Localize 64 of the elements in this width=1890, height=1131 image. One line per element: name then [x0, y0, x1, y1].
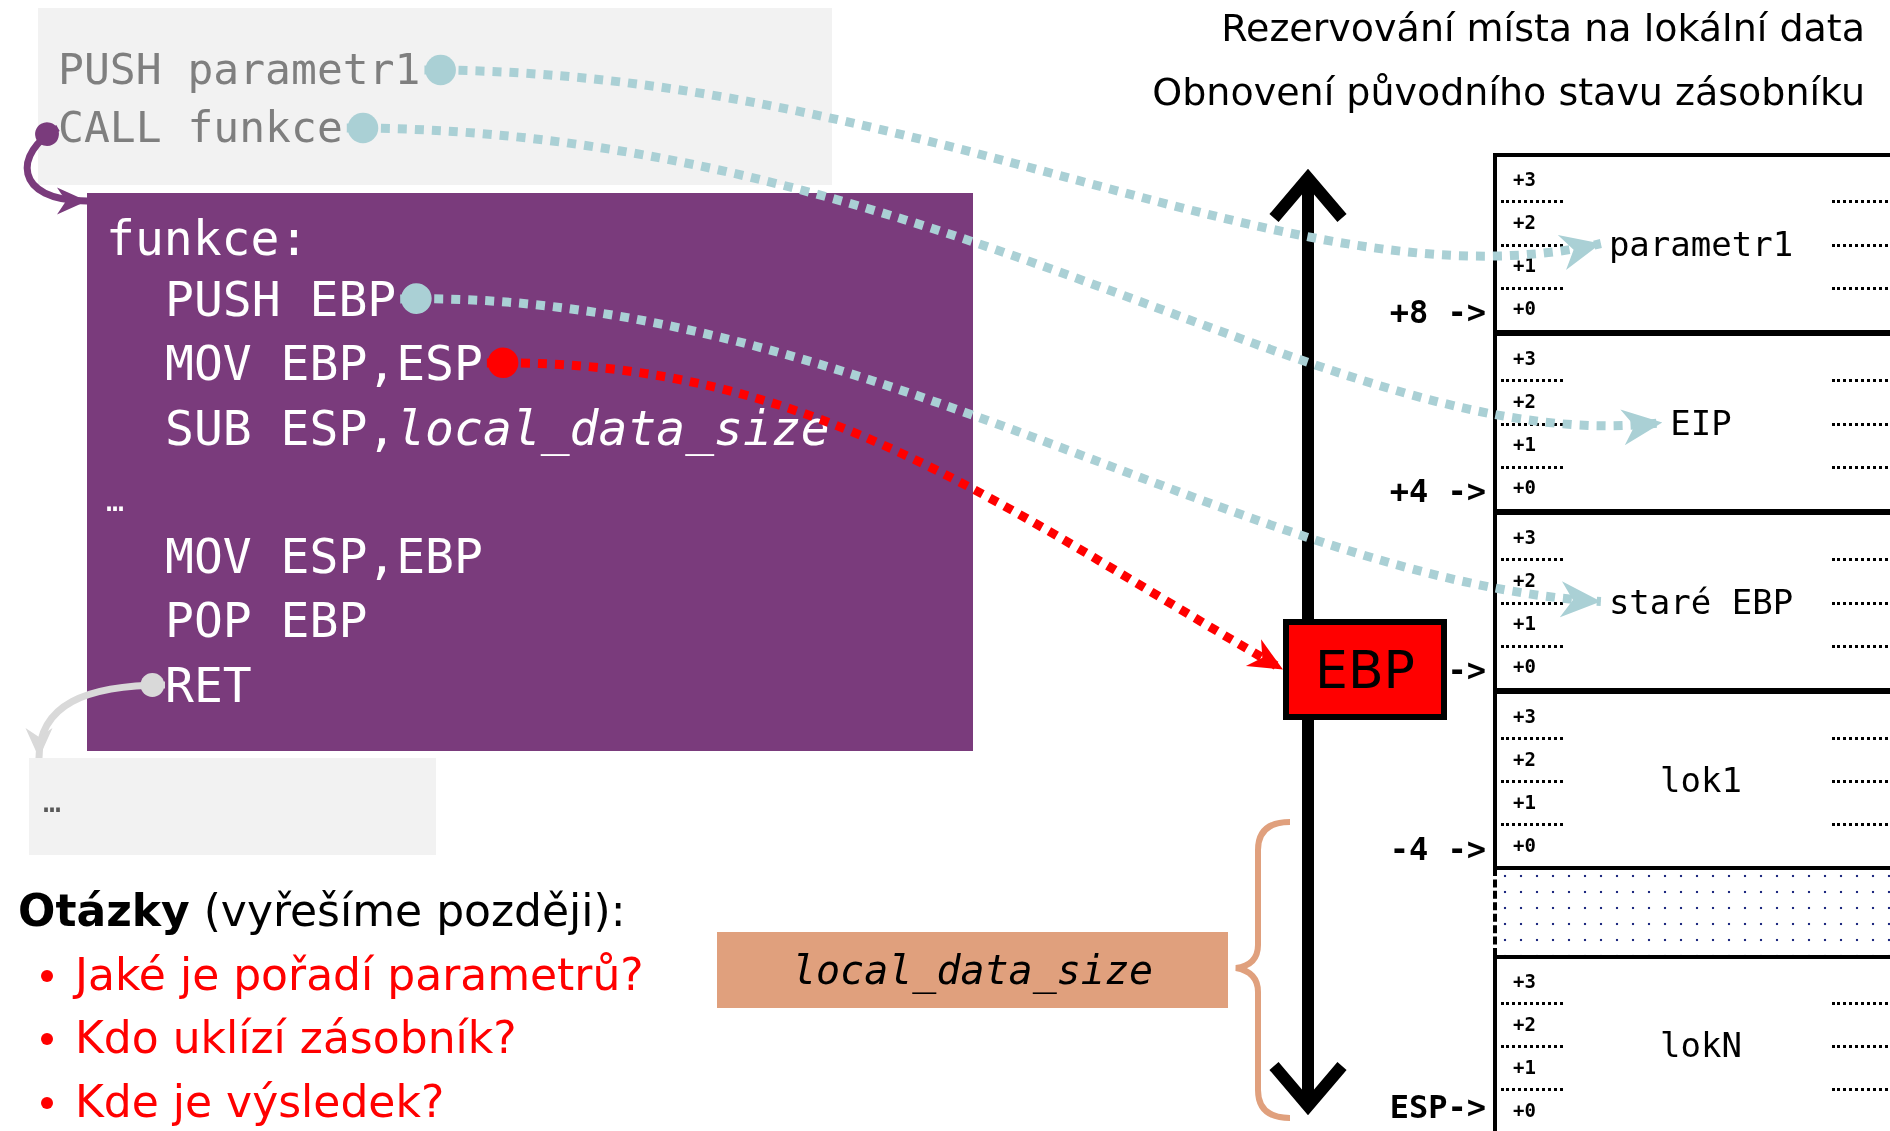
register-label: EBP	[1315, 639, 1415, 701]
cell-label: parametr1	[1608, 222, 1794, 266]
size-label: local_data_size	[791, 946, 1154, 994]
cell-label: lokN	[1660, 1024, 1742, 1067]
byte-offset: +3	[1513, 524, 1536, 550]
code-line: PUSH EBP	[165, 267, 397, 331]
offset-pointer: ->	[1447, 650, 1486, 691]
cell-label: staré EBP	[1608, 580, 1794, 624]
code-line: CALL funkce	[58, 100, 343, 156]
code-line: POP EBP	[165, 588, 368, 652]
code-line: SUB ESP,local_data_size	[165, 396, 830, 460]
byte-offset: +0	[1513, 296, 1536, 322]
stack-cell	[1493, 153, 1890, 334]
stack-cell	[1493, 511, 1890, 692]
byte-offset: +3	[1513, 703, 1536, 729]
code-line: MOV EBP,ESP	[165, 331, 483, 395]
heading-text: Rezervování místa na lokální data	[1221, 5, 1865, 53]
byte-offset: +3	[1513, 345, 1536, 371]
dotted-arrow	[424, 55, 1602, 268]
dotted-arrow	[346, 113, 1663, 442]
byte-offset: +1	[1513, 432, 1536, 458]
code-block	[29, 758, 436, 855]
stack-cell	[1493, 332, 1890, 513]
byte-offset: +3	[1513, 166, 1536, 192]
byte-offset: +1	[1513, 1054, 1536, 1080]
question-heading: Otázky (vyřešíme později):	[18, 884, 626, 939]
unused-stack-area	[1493, 868, 1890, 956]
byte-offset: +0	[1513, 1097, 1536, 1123]
code-block	[38, 8, 832, 185]
byte-offset: +2	[1513, 746, 1536, 772]
offset-pointer: +4 ->	[1389, 471, 1486, 512]
register-box	[1283, 619, 1447, 720]
byte-offset: +0	[1513, 475, 1536, 501]
cell-label: EIP	[1670, 401, 1732, 445]
curved-arrow	[23, 122, 88, 213]
size-box	[717, 932, 1228, 1008]
stack-cell	[1493, 955, 1890, 1131]
byte-offset: +0	[1513, 654, 1536, 680]
heading-text: Obnovení původního stavu zásobníku	[1152, 69, 1865, 117]
byte-offset: +1	[1513, 789, 1536, 815]
byte-offset: +2	[1513, 1011, 1536, 1037]
function-label: funkce:	[106, 209, 309, 268]
stack-cell	[1493, 690, 1890, 870]
byte-offset: +2	[1513, 388, 1536, 414]
offset-pointer: +8 ->	[1389, 292, 1486, 333]
offset-pointer: ESP->	[1389, 1087, 1486, 1128]
byte-offset: +1	[1513, 611, 1536, 637]
byte-offset: +3	[1513, 968, 1536, 994]
byte-offset: +2	[1513, 209, 1536, 235]
byte-offset: +0	[1513, 832, 1536, 858]
dotted-arrow	[400, 284, 1602, 615]
offset-pointer: -4 ->	[1389, 829, 1486, 870]
cell-label: lok1	[1660, 759, 1742, 802]
ellipsis-text: …	[43, 784, 62, 819]
code-line: RET	[165, 653, 252, 717]
byte-offset: +1	[1513, 253, 1536, 279]
code-line: PUSH parametr1	[58, 42, 421, 98]
code-line: MOV ESP,EBP	[165, 524, 483, 588]
question-text: Kde je výsledek?	[75, 1075, 445, 1130]
question-text: Kdo uklízí zásobník?	[75, 1011, 517, 1066]
byte-offset: +2	[1513, 567, 1536, 593]
function-code-block	[87, 193, 973, 751]
code-line: …	[106, 480, 125, 520]
curved-arrow	[27, 673, 166, 759]
